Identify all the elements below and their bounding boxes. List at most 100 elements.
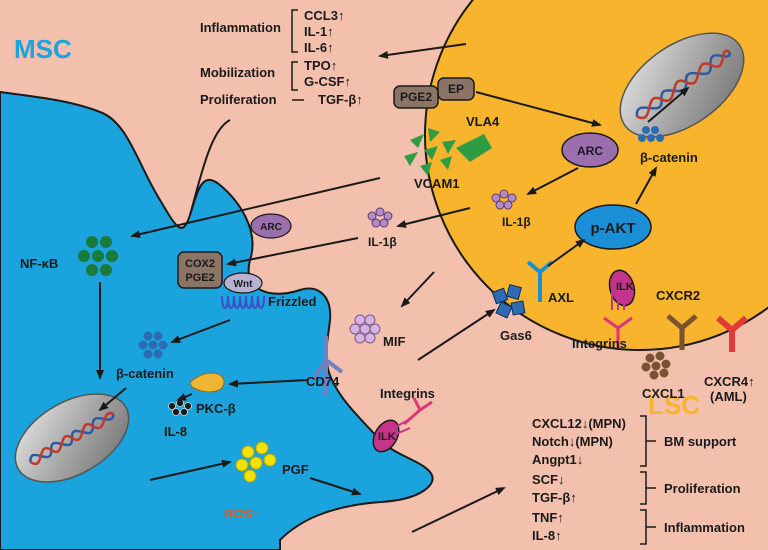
ep-box — [437, 77, 475, 101]
gas6-label: Gas6 — [500, 328, 532, 343]
lsc-il1b-cluster-icon — [491, 189, 517, 210]
mif-label: MIF — [383, 334, 405, 349]
nfkb-label: NF-κB — [20, 256, 58, 271]
gas6-icon — [491, 284, 526, 319]
lsc-beta-catenin-label: β-catenin — [640, 150, 698, 165]
wnt-label: Wnt — [234, 279, 254, 290]
vcam1-triangles-icon — [404, 128, 456, 176]
msc-integrins-label: Integrins — [380, 386, 435, 401]
lsc-pge2-label: PGE2 — [400, 90, 432, 104]
top-category-mobilization: Mobilization — [200, 65, 275, 80]
msc-ilk-label: ILK — [378, 431, 396, 443]
lsc-label: LSC — [648, 390, 700, 420]
nfkb-icon — [78, 236, 118, 276]
lsc-beta-catenin-icon — [638, 126, 664, 142]
cxcr2-label: CXCR2 — [656, 288, 700, 303]
frizzled-receptor-icon — [221, 295, 265, 309]
cd74-label: CD74 — [306, 374, 340, 389]
arrows — [96, 43, 690, 533]
cox2-label: COX2 — [185, 258, 215, 270]
arrow-lsc-il1b-to-msc-il1b — [396, 207, 471, 228]
frizzled-label: Frizzled — [268, 294, 316, 309]
cxcr4-label: CXCR4↑ — [704, 374, 755, 389]
vcam1-label: VCAM1 — [414, 176, 460, 191]
pakt-icon — [574, 204, 652, 250]
top-effects: Inflammation Mobilization Proliferation … — [200, 8, 363, 107]
arrow-mito-to-pgf — [149, 459, 232, 481]
arrow-axl-to-pakt — [547, 238, 586, 267]
bottom-category-proliferation: Proliferation — [664, 481, 741, 496]
top-category-proliferation: Proliferation — [200, 92, 277, 107]
bottom-item-tgfb: TGF-β↑ — [532, 490, 577, 505]
bracket-inflammation — [291, 9, 298, 53]
pkcb-label: PKC-β — [196, 401, 236, 416]
arrow-beta-catenin-to-mito — [98, 387, 127, 412]
arrow-msc-to-gas6 — [417, 308, 496, 361]
pge2-ep-receptor: PGE2 EP — [393, 77, 475, 109]
vla4-receptor-icon — [456, 134, 492, 162]
msc-arc-label: ARC — [260, 222, 282, 233]
bottom-category-bm-support: BM support — [664, 434, 737, 449]
lsc-ilk-label: ILK — [616, 281, 634, 293]
bottom-item-cxcl12: CXCL12↓(MPN) — [532, 416, 626, 431]
bottom-item-tnf: TNF↑ — [532, 510, 564, 525]
arrow-cd74-to-pkcb — [228, 379, 309, 388]
lsc-integrin-receptor-icon — [603, 316, 633, 348]
top-item-ccl3: CCL3↑ — [304, 8, 344, 23]
wnt-icon — [223, 272, 263, 294]
cxcr2-receptor-icon — [666, 314, 698, 350]
aml-label: (AML) — [710, 389, 747, 404]
bracket-mobilization — [291, 61, 298, 91]
msc-beta-catenin-label: β-catenin — [116, 366, 174, 381]
arrow-to-bottom-effects — [411, 487, 506, 533]
msc-il1b-label: IL-1β — [368, 235, 397, 249]
bottom-category-inflammation: Inflammation — [664, 520, 745, 535]
top-category-inflammation: Inflammation — [200, 20, 281, 35]
bottom-effects: CXCL12↓(MPN) Notch↓(MPN) Angpt1↓ SCF↓ TG… — [532, 415, 745, 545]
ep-label: EP — [448, 82, 464, 96]
msc-mitochondrion-icon — [14, 393, 130, 483]
arrow-lsc-to-top-effects — [378, 43, 467, 59]
arrow-frizzled-to-beta-catenin — [170, 319, 231, 343]
lsc-mitochondrion-icon — [619, 32, 745, 138]
bottom-item-il8: IL-8↑ — [532, 528, 562, 543]
top-item-il1: IL-1↑ — [304, 24, 334, 39]
arrow-pakt-to-beta-catenin — [635, 166, 657, 205]
bottom-item-scf: SCF↓ — [532, 472, 565, 487]
lsc-arc-icon — [561, 132, 619, 168]
msc-arc-icon — [250, 213, 292, 239]
msc-beta-catenin-icon — [138, 331, 168, 359]
vla4-label: VLA4 — [466, 114, 500, 129]
pakt-label: p-AKT — [591, 220, 636, 237]
ros-label: ROS↑ — [224, 506, 259, 521]
top-item-tpo: TPO↑ — [304, 58, 337, 73]
msc-pge2-label: PGE2 — [185, 272, 214, 284]
msc-integrin-receptor-icon — [403, 397, 433, 426]
lsc-arc-label: ARC — [577, 144, 603, 158]
cox2-pge2-box — [177, 251, 223, 289]
lsc-ilk-icon — [608, 269, 636, 310]
lsc-il1b-label: IL-1β — [502, 215, 531, 229]
arrow-vcam1-to-nfkb — [130, 177, 381, 239]
arrow-il1b-to-cox2 — [226, 237, 359, 267]
arrow-pgf-to-lsc — [309, 477, 362, 496]
mif-icon — [349, 314, 381, 344]
cd74-receptor-icon — [312, 336, 344, 396]
arrow-pkcb-to-il8 — [176, 393, 193, 401]
msc-il8-cluster-icon — [168, 399, 192, 416]
arrow-arc-to-il1b — [526, 167, 579, 195]
pgf-icon — [235, 441, 277, 483]
bottom-item-notch: Notch↓(MPN) — [532, 434, 613, 449]
arrow-ep-to-beta-catenin — [475, 91, 602, 127]
msc-label: MSC — [14, 34, 72, 64]
top-item-il6: IL-6↑ — [304, 40, 334, 55]
lsc-integrins-label: Integrins — [572, 336, 627, 351]
pkcb-icon — [189, 372, 225, 393]
bottom-item-angpt1: Angpt1↓ — [532, 452, 583, 467]
cxcl1-icon — [641, 351, 671, 380]
top-item-tgfb: TGF-β↑ — [318, 92, 363, 107]
il8-label: IL-8 — [164, 424, 187, 439]
msc-il1b-cluster-icon — [367, 207, 393, 228]
cxcl1-label: CXCL1 — [642, 386, 685, 401]
arrow-to-mif — [400, 271, 435, 308]
